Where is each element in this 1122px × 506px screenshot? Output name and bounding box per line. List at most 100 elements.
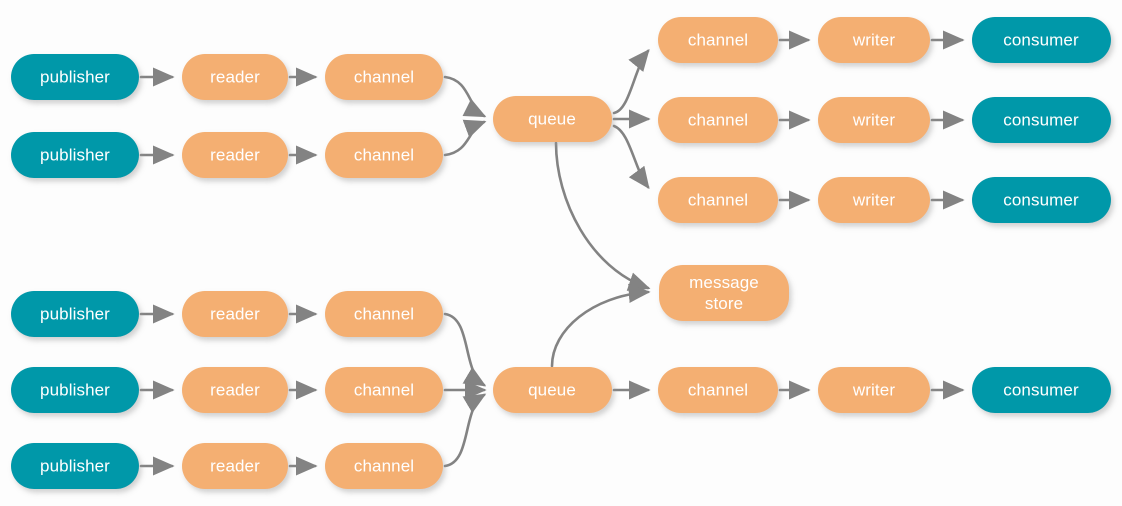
node-shape-pub-t2	[11, 132, 139, 178]
node-chn-b2[interactable]: channel	[325, 367, 443, 413]
edge-chn-t1-to-que-t	[443, 75, 487, 118]
node-shape-pub-b1	[11, 291, 139, 337]
node-label-chn-bo: channel	[688, 380, 748, 399]
node-shape-rdr-b2	[182, 367, 288, 413]
edge-que-t-to-chn-o1	[612, 48, 650, 115]
node-wrt-o1[interactable]: writer	[818, 17, 930, 63]
node-label-chn-t1: channel	[354, 67, 414, 86]
node-label-chn-b3: channel	[354, 456, 414, 475]
node-label-pub-t2: publisher	[40, 145, 110, 164]
node-rdr-b3[interactable]: reader	[182, 443, 288, 489]
node-label-wrt-o3: writer	[852, 190, 895, 209]
node-shape-chn-b3	[325, 443, 443, 489]
node-chn-o3[interactable]: channel	[658, 177, 778, 223]
edge-chn-t2-to-que-t	[443, 119, 487, 157]
node-chn-bo[interactable]: channel	[658, 367, 778, 413]
edges-layer	[139, 30, 965, 476]
node-shape-chn-b1	[325, 291, 443, 337]
node-label-pub-b3: publisher	[40, 456, 110, 475]
node-chn-b1[interactable]: channel	[325, 291, 443, 337]
node-shape-wrt-o2	[818, 97, 930, 143]
edge-chn-b3-to-que-b	[443, 393, 487, 468]
node-shape-chn-b2	[325, 367, 443, 413]
node-label-con-bo: consumer	[1003, 380, 1079, 399]
node-label-wrt-o1: writer	[852, 30, 895, 49]
node-pub-t1[interactable]: publisher	[11, 54, 139, 100]
node-label-que-t: queue	[528, 109, 576, 128]
edge-que-b-to-msg-store	[550, 283, 651, 368]
node-pub-b3[interactable]: publisher	[11, 443, 139, 489]
node-shape-wrt-bo	[818, 367, 930, 413]
node-shape-chn-bo	[658, 367, 778, 413]
node-label-chn-b1: channel	[354, 304, 414, 323]
node-rdr-b2[interactable]: reader	[182, 367, 288, 413]
node-con-bo[interactable]: consumer	[972, 367, 1111, 413]
node-con-o1[interactable]: consumer	[972, 17, 1111, 63]
node-shape-pub-b2	[11, 367, 139, 413]
node-shape-rdr-b3	[182, 443, 288, 489]
node-label-chn-o3: channel	[688, 190, 748, 209]
node-con-o2[interactable]: consumer	[972, 97, 1111, 143]
node-shape-pub-t1	[11, 54, 139, 100]
node-shape-rdr-t1	[182, 54, 288, 100]
node-shape-con-bo	[972, 367, 1111, 413]
node-shape-msg-store	[659, 265, 789, 321]
node-shape-chn-t2	[325, 132, 443, 178]
node-que-t[interactable]: queue	[493, 96, 612, 142]
node-que-b[interactable]: queue	[493, 367, 612, 413]
node-label-rdr-b2: reader	[210, 380, 260, 399]
node-shape-con-o1	[972, 17, 1111, 63]
node-shape-wrt-o1	[818, 17, 930, 63]
node-con-o3[interactable]: consumer	[972, 177, 1111, 223]
node-pub-t2[interactable]: publisher	[11, 132, 139, 178]
edge-chn-b1-to-que-b	[443, 312, 487, 387]
edge-que-t-to-chn-o3	[612, 124, 650, 190]
node-chn-t1[interactable]: channel	[325, 54, 443, 100]
node-wrt-o2[interactable]: writer	[818, 97, 930, 143]
node-shape-que-t	[493, 96, 612, 142]
node-label-con-o2: consumer	[1003, 110, 1079, 129]
node-label-rdr-t2: reader	[210, 145, 260, 164]
node-label-que-b: queue	[528, 380, 576, 399]
node-pub-b1[interactable]: publisher	[11, 291, 139, 337]
node-chn-o1[interactable]: channel	[658, 17, 778, 63]
node-wrt-o3[interactable]: writer	[818, 177, 930, 223]
node-shape-que-b	[493, 367, 612, 413]
node-shape-con-o2	[972, 97, 1111, 143]
node-label-wrt-bo: writer	[852, 380, 895, 399]
node-chn-t2[interactable]: channel	[325, 132, 443, 178]
node-label-pub-b1: publisher	[40, 304, 110, 323]
node-label-rdr-b3: reader	[210, 456, 260, 475]
node-shape-chn-o1	[658, 17, 778, 63]
node-chn-o2[interactable]: channel	[658, 97, 778, 143]
node-shape-chn-t1	[325, 54, 443, 100]
node-shape-pub-b3	[11, 443, 139, 489]
node-label-chn-o2: channel	[688, 110, 748, 129]
node-label-con-o3: consumer	[1003, 190, 1079, 209]
node-label-rdr-t1: reader	[210, 67, 260, 86]
node-label-wrt-o2: writer	[852, 110, 895, 129]
node-shape-wrt-o3	[818, 177, 930, 223]
node-label-pub-t1: publisher	[40, 67, 110, 86]
node-rdr-b1[interactable]: reader	[182, 291, 288, 337]
node-label-msg-store: message store	[689, 273, 759, 313]
node-shape-chn-o3	[658, 177, 778, 223]
node-label-rdr-b1: reader	[210, 304, 260, 323]
node-label-pub-b2: publisher	[40, 380, 110, 399]
node-pub-b2[interactable]: publisher	[11, 367, 139, 413]
node-label-chn-b2: channel	[354, 380, 414, 399]
node-shape-rdr-t2	[182, 132, 288, 178]
node-label-line: store	[705, 294, 743, 313]
node-label-chn-o1: channel	[688, 30, 748, 49]
node-rdr-t2[interactable]: reader	[182, 132, 288, 178]
node-label-line: message	[689, 273, 759, 292]
node-rdr-t1[interactable]: reader	[182, 54, 288, 100]
edge-que-t-to-msg-store	[554, 141, 651, 291]
node-msg-store[interactable]: message store	[659, 265, 789, 321]
node-label-con-o1: consumer	[1003, 30, 1079, 49]
node-shape-rdr-b1	[182, 291, 288, 337]
node-wrt-bo[interactable]: writer	[818, 367, 930, 413]
node-chn-b3[interactable]: channel	[325, 443, 443, 489]
